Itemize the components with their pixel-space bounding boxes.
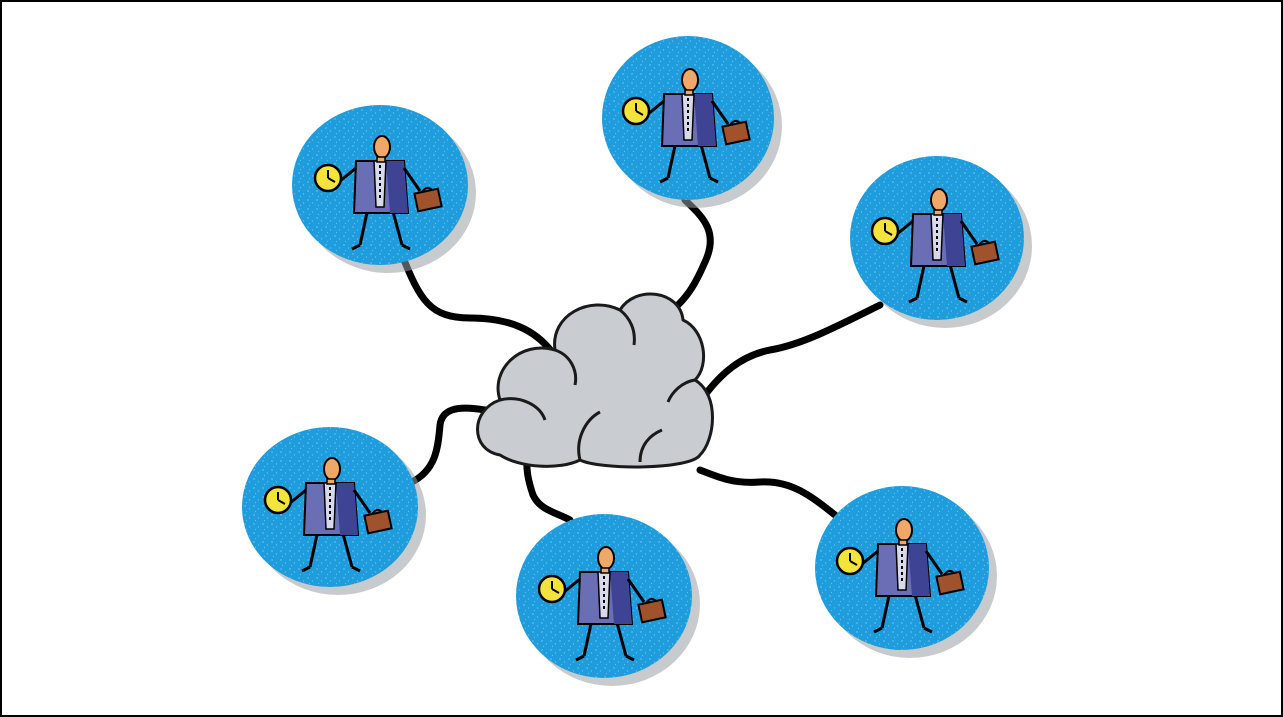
network-node: [850, 156, 1032, 328]
clock-icon: [837, 548, 863, 574]
network-node: [242, 427, 426, 595]
clock-icon: [315, 165, 341, 191]
clock-icon: [265, 487, 291, 513]
link-left: [412, 408, 485, 482]
network-node: [292, 105, 476, 273]
clock-icon: [623, 98, 649, 124]
clock-icon: [872, 218, 898, 244]
clock-icon: [539, 576, 565, 602]
cloud-icon: [478, 294, 713, 467]
link-top-left: [402, 255, 552, 352]
link-right: [705, 305, 880, 395]
network-node: [602, 36, 782, 208]
link-bottom-right: [700, 470, 835, 515]
network-node: [815, 486, 997, 658]
link-top-center: [678, 200, 710, 305]
network-node: [516, 514, 700, 686]
